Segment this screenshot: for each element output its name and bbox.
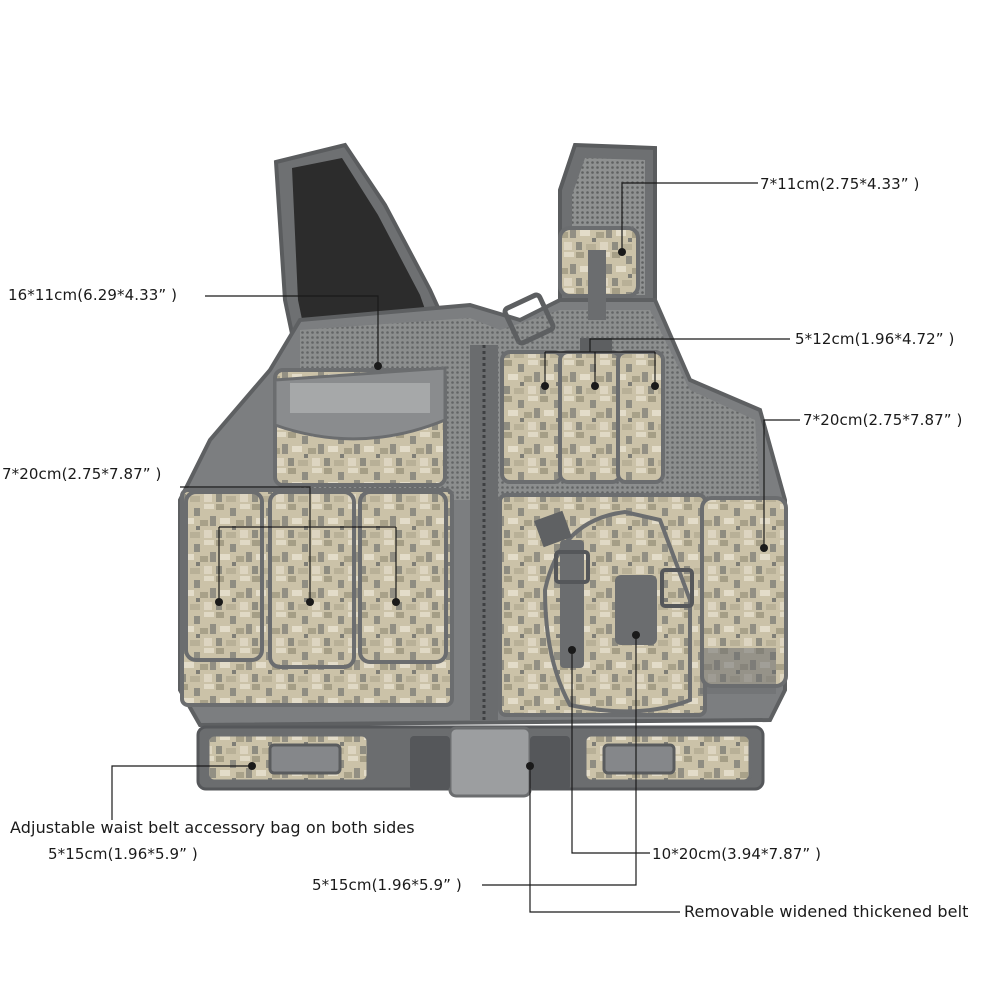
dot-chest-right-c — [651, 382, 659, 390]
dot-top-right-pouch — [618, 248, 626, 256]
label-side-right-pouch: 7*20cm(2.75*7.87” ) — [803, 411, 963, 429]
label-chest-right-mag-pouches: 5*12cm(1.96*4.72” ) — [795, 330, 955, 348]
leader-front-left-mag-pouches — [180, 486, 311, 602]
label-chest-left-pouch: 16*11cm(6.29*4.33” ) — [8, 286, 178, 304]
dot-chest-right-a — [541, 382, 549, 390]
top-right-pouch — [502, 226, 640, 346]
dot-side-right-pouch — [760, 544, 768, 552]
dot-front-left-c — [392, 598, 400, 606]
dot-front-left-a — [215, 598, 223, 606]
leader-belt-accessory — [111, 765, 252, 820]
dot-holster — [568, 646, 576, 654]
dot-chest-right-b — [591, 382, 599, 390]
waist-belt — [196, 725, 765, 798]
chest-right-mag-pouches — [500, 338, 665, 484]
label-center-belt-pouch: 5*15cm(1.96*5.9” ) — [312, 876, 462, 894]
leader-top-right-pouch — [621, 182, 758, 252]
leader-center-belt-pouch — [482, 635, 637, 886]
label-front-left-mag-pouches: 7*20cm(2.75*7.87” ) — [2, 465, 162, 483]
dot-front-left-b — [306, 598, 314, 606]
leader-belt — [529, 766, 680, 913]
leader-side-right-pouch — [763, 419, 800, 548]
holster-pouch — [498, 493, 707, 717]
label-holster-pouch: 10*20cm(3.94*7.87” ) — [652, 845, 822, 863]
label-top-right-pouch: 7*11cm(2.75*4.33” ) — [760, 175, 920, 193]
dot-belt-accessory — [248, 762, 256, 770]
annotation-dots — [215, 248, 768, 770]
dot-chest-left-pouch — [374, 362, 382, 370]
label-belt-accessory-caption: Adjustable waist belt accessory bag on b… — [10, 818, 415, 837]
leader-chest-right-mag-pouches — [589, 338, 790, 352]
front-left-mag-pouches — [180, 488, 454, 707]
label-belt-accessory-size: 5*15cm(1.96*5.9” ) — [48, 845, 198, 863]
dot-center-belt-pouch — [632, 631, 640, 639]
side-right-pouch — [700, 496, 788, 694]
dot-belt — [526, 762, 534, 770]
leader-chest-left-pouch — [205, 295, 379, 366]
annotation-leaders — [111, 182, 800, 913]
leader-holster — [571, 650, 650, 854]
chest-left-pouch — [273, 366, 447, 487]
label-belt-caption: Removable widened thickened belt — [684, 902, 969, 921]
center-zipper — [470, 345, 498, 720]
